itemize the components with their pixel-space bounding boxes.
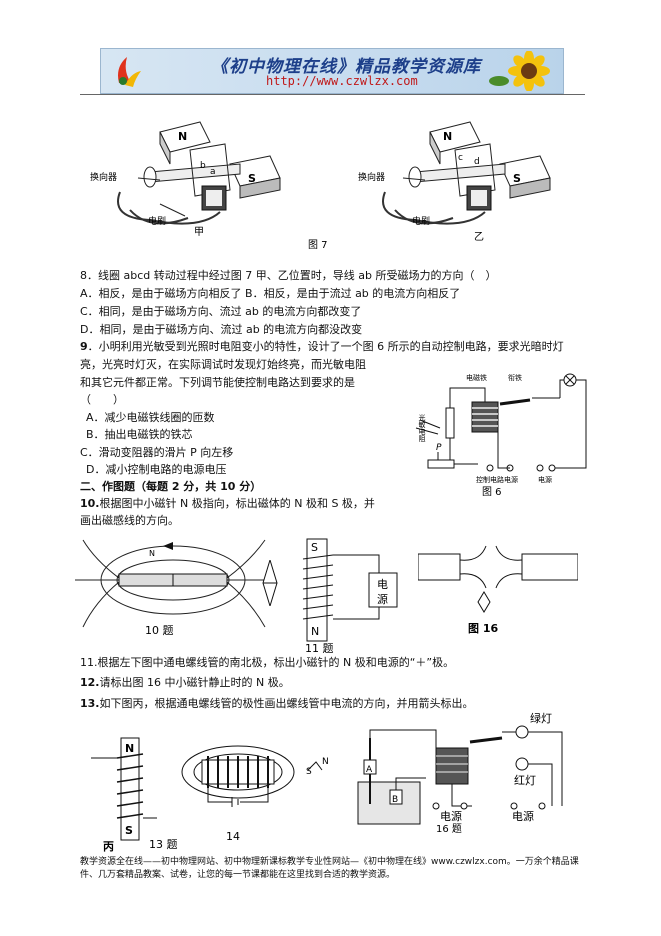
label-control-source: 控制电路电源 [476, 475, 518, 484]
figure-13-solenoid: N S 丙 13 题 [91, 737, 178, 852]
footer-line-2: 件、几万套精品教案、试卷，让您的每一节课都能在这里找到合适的教学资源。 [80, 870, 396, 880]
label-P: P [436, 443, 442, 453]
caption-fig7: 图 7 [308, 239, 328, 251]
label-source-1: 电 [377, 578, 388, 591]
label-source-2: 源 [377, 592, 388, 606]
caption-jia: 甲 [194, 227, 204, 238]
caption-q10: 10 题 [145, 624, 174, 637]
label-N-yi: N [443, 130, 452, 143]
label-B: B [392, 795, 398, 805]
q10-line-1: 10.根据图中小磁针 N 极指向，标出磁体的 N 极和 S 极，并 [80, 497, 375, 511]
footer-line-1: 教学资源全在线——初中物理网站、初中物理新课标教学专业性网站—《初中物理在线》w… [80, 857, 579, 867]
label-electromagnet: 电磁铁 [466, 373, 487, 382]
label-needle-N: N [149, 549, 155, 558]
label-S-jia: S [248, 172, 256, 185]
label-solenoid-S: S [311, 541, 318, 554]
label-14-N: N [322, 757, 329, 767]
figure-16-magnet-poles: 图 16 [418, 545, 578, 635]
label-13-N: N [125, 742, 134, 755]
q12-text: 请标出图 16 中小磁针静止时的 N 极。 [99, 676, 290, 689]
section-2-title: 二、作图题（每题 2 分，共 10 分） [80, 480, 262, 493]
q9-option: C．滑动变阻器的滑片 P 向左移 [80, 446, 234, 459]
q9-line-1: 9．小明利用光敏受到光照时电阻变小的特性，设计了一个图 6 所示的自动控制电路，… [80, 340, 564, 354]
label-c-yi: c [458, 153, 463, 163]
q10-number: 10. [80, 497, 100, 510]
q12-line: 12.请标出图 16 中小磁针静止时的 N 极。 [80, 676, 290, 690]
compass-needle-icon [262, 560, 278, 606]
sunflower-icon [489, 51, 550, 91]
motor-diagram-jia [117, 121, 281, 225]
green-lamp-icon [515, 725, 529, 739]
caption-fig16b: 16 题 [436, 823, 462, 835]
q9-option: B．抽出电磁铁的铁芯 [86, 428, 193, 441]
figure-16-relay-circuit: 绿灯 红灯 A B 电源 电源 16 题 [357, 711, 563, 835]
label-armature: 衔铁 [508, 373, 522, 382]
motor-diagram-yi [382, 121, 551, 225]
caption-fig16: 图 16 [468, 622, 498, 635]
caption-q13: 13 题 [149, 838, 178, 851]
q9-line-2: 亮，光亮时灯灭，在实际调试时发现灯始终亮，而光敏电阻 [80, 358, 366, 371]
label-solenoid-N: N [311, 625, 319, 638]
q9-line-4: （ ） [80, 393, 124, 406]
label-source-left: 电源 [440, 809, 462, 823]
label-photoresistor: 光敏电阻 [418, 413, 426, 443]
q13-text: 如下图丙，根据通电螺线管的极性画出螺线管中电流的方向，并用箭头标出。 [99, 697, 474, 710]
q13-line: 13.如下图丙，根据通电螺线管的极性画出螺线管中电流的方向，并用箭头标出。 [80, 697, 474, 711]
q9-line-3: 和其它元件都正常。下列调节能使控制电路达到要求的是 [80, 376, 355, 389]
caption-fig6: 图 6 [482, 486, 502, 498]
header-banner: 《初中物理在线》精品教学资源库 http://www.czwlzx.com [100, 48, 564, 94]
label-commutator-yi: 换向器 [358, 171, 385, 183]
banner-title: 《初中物理在线》精品教学资源库 [211, 57, 481, 77]
q8-option: A．相反，是由于磁场方向相反了 B．相反，是由于流过 ab 的电流方向相反了 [80, 287, 461, 300]
q13-number: 13. [80, 697, 100, 710]
q12-number: 12. [80, 676, 100, 689]
caption-yi: 乙 [474, 231, 484, 243]
label-A: A [366, 765, 373, 775]
label-d-yi: d [474, 157, 480, 167]
figure-14-solenoid: S N 14 [181, 745, 329, 843]
label-14-S: S [306, 767, 312, 777]
caption-q14: 14 [226, 830, 240, 843]
q8-option: C．相同，是由于磁场方向、流过 ab 的电流方向都改变了 [80, 305, 362, 318]
figure-6-control-circuit: 电磁铁 衔铁 光敏电阻 P 控制电路电源 电源 图 6 [415, 373, 587, 498]
label-brush: 电刷 [148, 215, 166, 227]
red-lamp-icon [515, 757, 529, 771]
q9-option: A．减少电磁铁线圈的匝数 [86, 411, 215, 424]
site-logo [118, 57, 141, 87]
figure-7-motor: 换向器 电刷 N S a b 甲 图 7 换向器 电刷 N S c d 乙 [90, 121, 551, 251]
label-source: 电源 [538, 475, 552, 484]
label-bing: 丙 [103, 840, 114, 852]
banner-url: http://www.czwlzx.com [266, 74, 418, 88]
q9-option: D．减小控制电路的电源电压 [86, 463, 227, 476]
figure-10-bar-magnet: N 10 题 [75, 539, 275, 637]
label-brush-yi: 电刷 [412, 215, 430, 227]
figure-11-solenoid: S N 电 源 11 题 [302, 538, 398, 653]
q10-text: 根据图中小磁针 N 极指向，标出磁体的 N 极和 S 极，并 [99, 497, 375, 510]
label-13-S: S [125, 824, 133, 837]
label-S-yi: S [513, 172, 521, 185]
label-green-lamp: 绿灯 [530, 711, 552, 725]
q9-text: ．小明利用光敏受到光照时电阻变小的特性，设计了一个图 6 所示的自动控制电路，要… [87, 340, 564, 353]
header-rule [80, 94, 585, 95]
label-source-right: 电源 [512, 809, 534, 823]
label-commutator: 换向器 [90, 171, 117, 183]
q8-stem: 8．线圈 abcd 转动过程中经过图 7 甲、乙位置时，导线 ab 所受磁场力的… [80, 269, 497, 282]
label-red-lamp: 红灯 [514, 774, 536, 787]
q11-text: 11.根据左下图中通电螺线管的南北极，标出小磁针的 N 极和电源的“＋”极。 [80, 656, 455, 669]
q9-number: 9 [80, 340, 88, 353]
q8-option: D．相同，是由于磁场方向、流过 ab 的电流方向都没改变 [80, 323, 363, 336]
label-b-jia: b [200, 161, 206, 171]
caption-q11: 11 题 [305, 642, 334, 653]
q10-line-2: 画出磁感线的方向。 [80, 514, 179, 527]
label-N-jia: N [178, 130, 187, 143]
label-a-jia: a [210, 167, 216, 177]
